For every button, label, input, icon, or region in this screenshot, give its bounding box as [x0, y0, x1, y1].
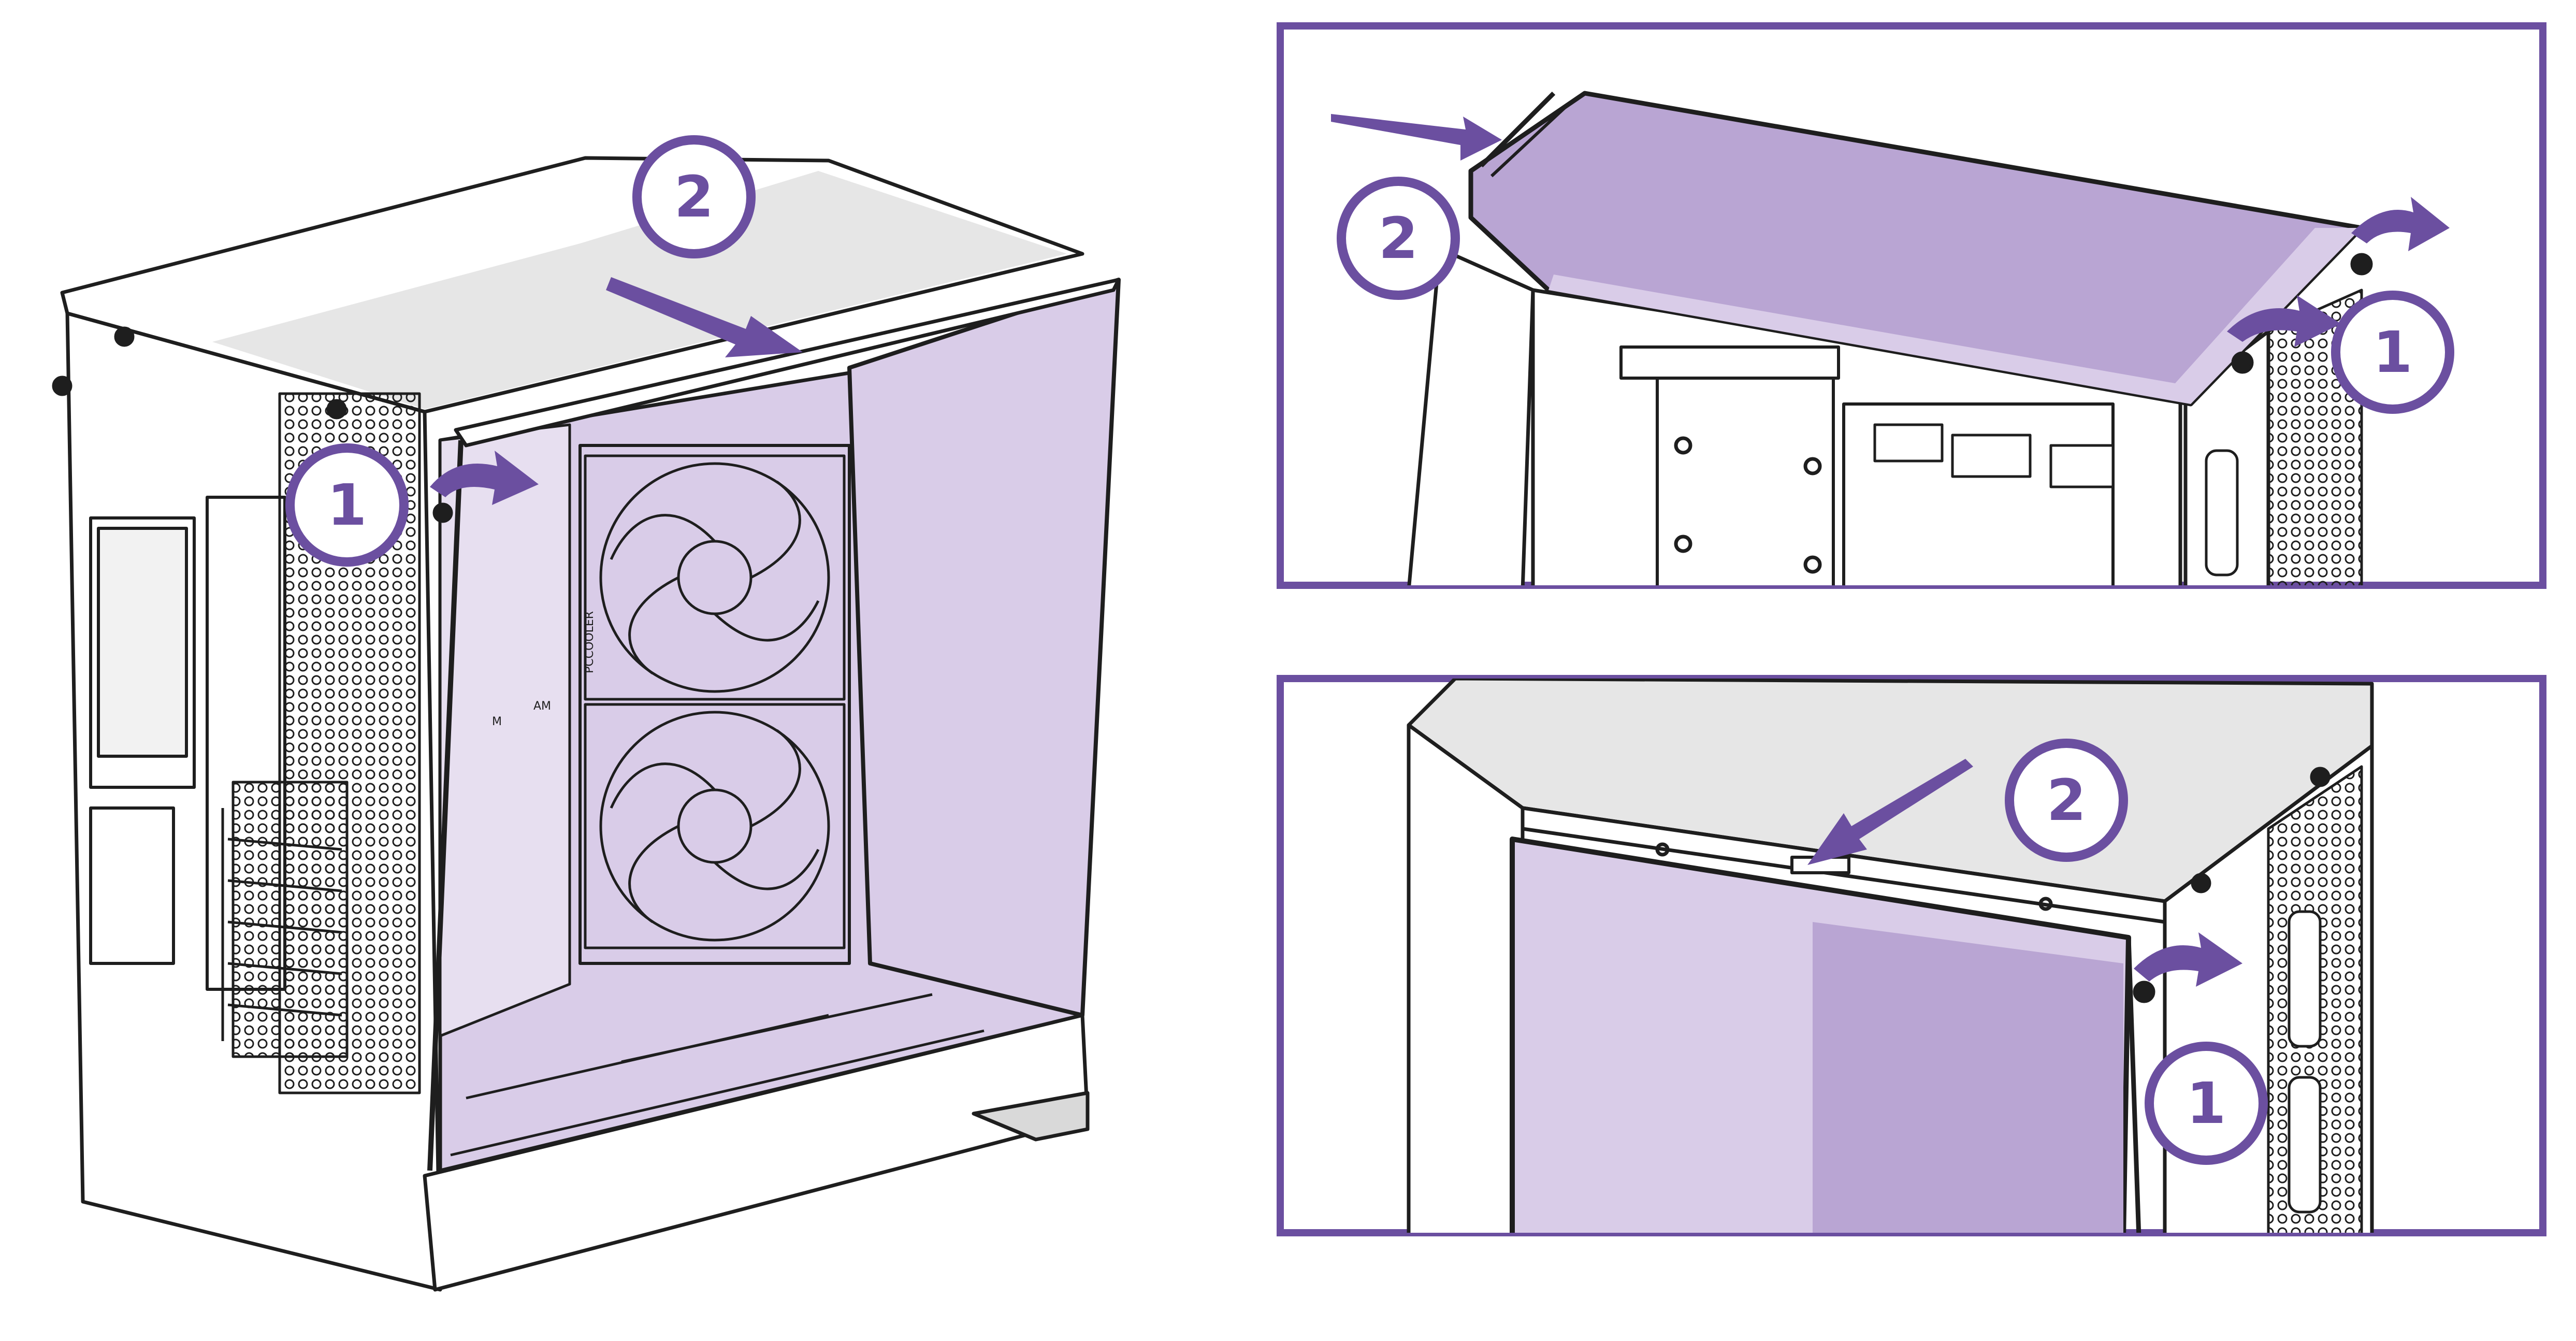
detail-bottom-step-1: 1 — [2145, 1042, 2268, 1165]
top-corner-thumbscrew — [2191, 873, 2211, 893]
step-number: 2 — [674, 164, 714, 230]
fan-bottom — [584, 703, 846, 949]
rear-thumbscrew-2 — [326, 399, 347, 420]
detail-top-step-2-arrow — [1331, 114, 1502, 161]
front-glass-edge — [427, 440, 464, 1171]
main-step-2-arrow — [606, 277, 803, 357]
front-glass-frame — [454, 278, 1121, 448]
detail-bottom-step-2: 2 — [2005, 739, 2128, 862]
detail-top-step-1-arrows — [2227, 197, 2450, 347]
rear-corner-thumbscrew — [2310, 767, 2331, 787]
step-badge-icon — [2331, 291, 2454, 414]
detail-bottom-step-2-arrow — [1807, 759, 1973, 865]
step-badge-icon — [2145, 1042, 2268, 1165]
rotate-arrow-icon — [2227, 295, 2341, 347]
main-step-1: 1 — [285, 443, 409, 567]
top-thumbscrew-1 — [2231, 351, 2254, 374]
glass-top-clip — [1790, 856, 1850, 874]
top-thumbscrew-2 — [2350, 253, 2373, 276]
step-number: 1 — [2373, 319, 2413, 385]
main-step-1-arrow — [430, 451, 539, 505]
side-glass-panel — [847, 278, 1121, 1017]
fan-brand-label: PCCOOLER — [583, 611, 596, 673]
rotate-arrow-icon — [2351, 197, 2450, 251]
rotate-arrow-icon — [2134, 932, 2242, 987]
psu-shroud — [450, 993, 985, 1157]
detail-top-step-2: 2 — [1337, 177, 1460, 300]
step-badge-icon — [2005, 739, 2128, 862]
direction-arrow-icon — [1807, 759, 1973, 865]
case-foot — [972, 1091, 1090, 1142]
step-badge-icon — [632, 135, 756, 258]
direction-arrow-icon — [1331, 114, 1502, 161]
fan-top — [584, 454, 846, 701]
step-badge-icon — [285, 443, 409, 567]
front-thumbscrew — [2133, 980, 2155, 1003]
step-number: 2 — [1379, 205, 1419, 271]
step-badge-icon — [1337, 177, 1460, 300]
fan-marker-right: AM — [533, 700, 551, 713]
step-number: 1 — [327, 472, 367, 538]
rear-thumbscrew-1 — [114, 326, 135, 347]
glass-thumbscrew — [432, 502, 453, 523]
rear-thumbscrew-3 — [52, 376, 73, 396]
detail-bottom-step-1-arrow — [2134, 932, 2242, 987]
step-number: 1 — [2187, 1070, 2226, 1136]
fan-marker-left: M — [492, 715, 502, 728]
rotate-arrow-icon — [430, 451, 539, 505]
case-main-view: PCCOOLER M AM — [52, 156, 1121, 1292]
step-number: 2 — [2047, 767, 2087, 833]
expansion-slots — [221, 808, 342, 1041]
main-step-2: 2 — [632, 135, 756, 258]
detail-top-step-1: 1 — [2331, 291, 2454, 414]
direction-arrow-icon — [606, 277, 803, 357]
